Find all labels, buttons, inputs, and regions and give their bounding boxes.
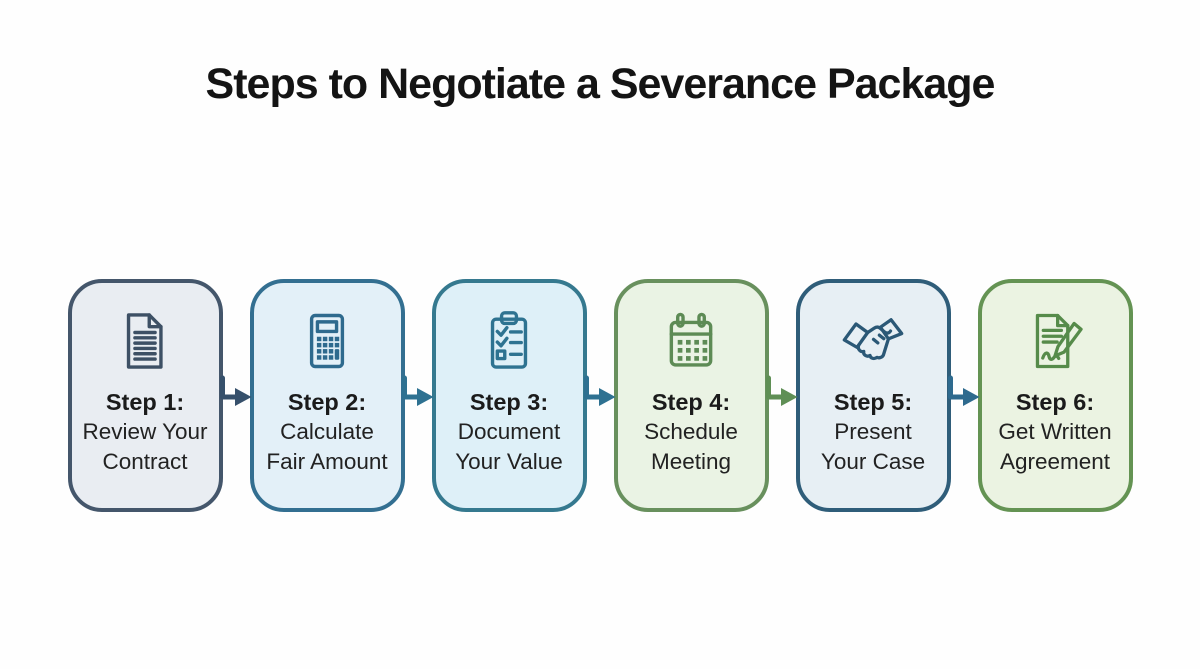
step-label: Step 2:: [287, 389, 367, 415]
step-card: Step 5: Present Your Case: [795, 279, 951, 512]
step-description-line-2: Fair Amount: [266, 449, 388, 474]
step-label: Step 3:: [469, 389, 549, 415]
step-description-line-1: Document: [457, 419, 561, 444]
step-card: Step 6: Get Written Agreement: [977, 279, 1133, 512]
step-description-line-1: Calculate: [280, 419, 374, 444]
document-icon: [111, 307, 179, 375]
step-card: Step 1: Review Your Contract: [67, 279, 223, 512]
step-description-line-1: Get Written: [998, 419, 1112, 444]
clipboard-checklist-icon: [475, 307, 543, 375]
arrow-icon: [947, 279, 979, 512]
step-card: Step 3: Document Your Value: [431, 279, 587, 512]
arrow-icon: [219, 279, 251, 512]
step-card: Step 2: Calculate Fair Amount: [249, 279, 405, 512]
step-card: Step 4: Schedule Meeting: [613, 279, 769, 512]
step-label: Step 1:: [105, 389, 185, 415]
step-description-line-2: Your Case: [820, 449, 926, 474]
step-label: Step 6:: [1015, 389, 1095, 415]
step-description-line-2: Agreement: [999, 449, 1111, 474]
step-description-line-1: Present: [834, 419, 912, 444]
arrow-icon: [583, 279, 615, 512]
signed-contract-icon: [1021, 307, 1089, 375]
step-label: Step 4:: [651, 389, 731, 415]
step-description-line-2: Meeting: [650, 449, 732, 474]
calendar-icon: [657, 307, 725, 375]
steps-row: Step 1: Review Your Contract Step 2: Cal…: [0, 279, 1200, 512]
step-label: Step 5:: [833, 389, 913, 415]
page-title: Steps to Negotiate a Severance Package: [205, 60, 996, 108]
step-description-line-1: Schedule: [644, 419, 738, 444]
arrow-icon: [765, 279, 797, 512]
step-description-line-1: Review Your: [82, 419, 208, 444]
calculator-icon: [293, 307, 361, 375]
step-description-line-2: Your Value: [455, 449, 563, 474]
step-description-line-2: Contract: [102, 449, 188, 474]
handshake-icon: [839, 307, 907, 375]
arrow-icon: [401, 279, 433, 512]
